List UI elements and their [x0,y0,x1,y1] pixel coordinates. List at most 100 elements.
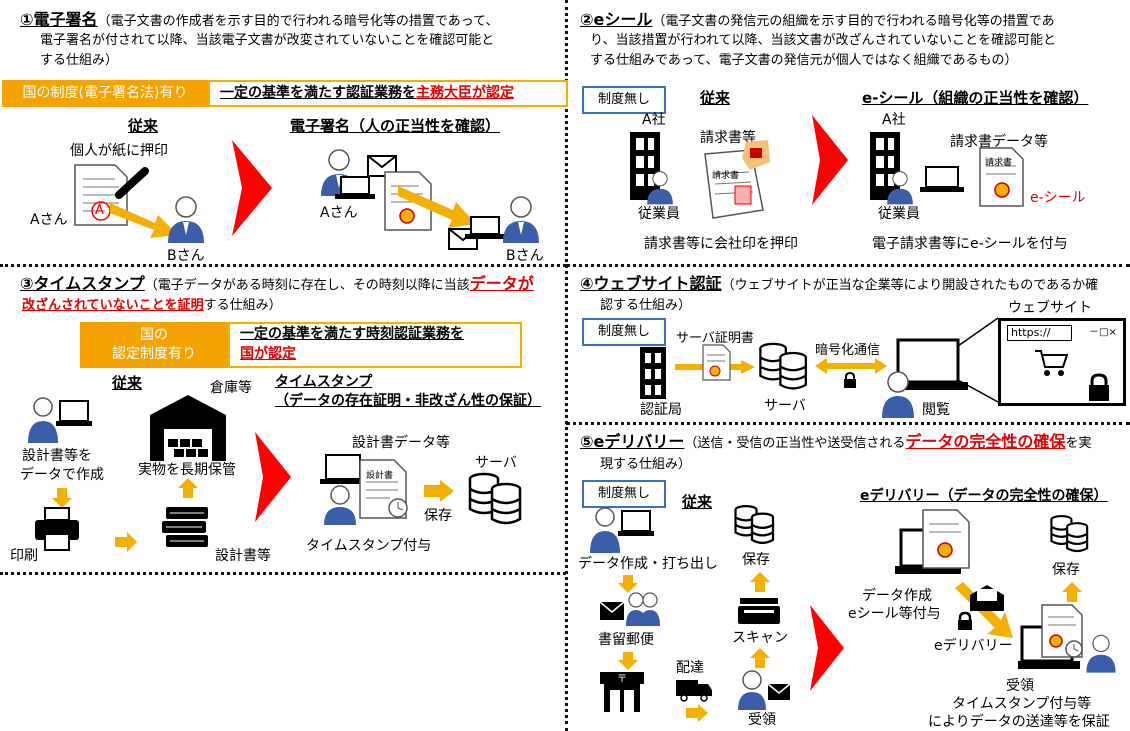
sec2-employee2-label: 従業員 [878,206,920,222]
design-doc-clock-icon [359,459,408,519]
divider-left-1 [0,264,566,267]
sec1-heading: ①電子署名（電子文書の作成者を示す目的で行われる暗号化等の措置であって、 [20,10,499,29]
receiver-person-icon [1086,634,1116,673]
sec4-website-label: ウェブサイト [1008,300,1092,316]
person-b-icon [168,196,204,243]
sec3-print-label: 印刷 [10,548,38,564]
sec5-new-label: eデリバリー（データの完全性の確保） [860,488,1108,504]
envelope-icon [367,155,397,177]
sec5-scan-label: スキャン [732,630,788,646]
window-controls: －□× [1089,327,1117,338]
sec3-create-2: データで作成 [20,467,104,483]
sec2-company2-label: A社 [882,112,906,128]
up-arrow-3-icon [750,648,770,668]
sec3-create-1: 設計書等を [22,448,92,464]
sec3-new-label-1: タイムスタンプ [275,374,373,390]
sec4-server-label: サーバ [764,398,806,414]
server-cert-doc-icon [702,344,731,381]
sec3-warehouse-label: 倉庫等 [210,380,252,396]
up-arrow-2-icon [750,572,770,592]
sec5-new-create-1: データ作成 [862,588,932,604]
sec2-company-label: A社 [642,112,666,128]
person-laptop-2-icon [320,454,366,525]
stamp-letter: A [95,203,104,218]
divider-right-1 [566,264,1130,267]
sec2-eseal-label: e-シール [1030,190,1086,206]
sec4-system-badge: 制度無し [582,318,666,346]
delivery-truck-icon [676,680,712,702]
server-3-icon [734,505,775,544]
right-arrow-2-icon [424,480,454,502]
employee-icon [647,171,673,205]
laptop-3-icon [920,166,964,192]
red-arrow-4-icon [810,605,844,691]
sec5-new-receive-2: タイムスタンプ付与等 [952,696,1092,712]
right-arrow-4-icon [686,704,708,722]
sec1-new-label: 電子署名（人の正当性を確認） [290,117,501,135]
yellow-arrow-2-icon [398,186,476,228]
sec2-desc-3: する仕組みであって、電子文書の発信元が個人ではなく組織であるもの） [590,53,1018,68]
sec1-cert-box: 一定の基準を満たす認証業務を主務大臣が認定 [208,80,568,107]
sec5-registered-label: 書留郵便 [598,632,654,648]
down-arrow-3-icon [618,652,638,670]
shopping-cart-icon [1035,350,1069,376]
person-laptop-3-icon [590,507,654,553]
hanko-stamp-icon [115,167,149,199]
sec3-design-data-label: 設計書データ等 [352,435,450,451]
person-b2-icon [503,196,539,243]
laptop-doc-clock-icon [1018,604,1083,669]
sec4-heading: ④ウェブサイト認証（ウェブサイトが正当な企業等により開設されたものであるか確 [580,274,1099,293]
sec5-new-delivery-label: eデリバリー [934,638,1013,654]
sec3-cert-box: 一定の基準を満たす時刻認証業務を国が認定 [228,322,522,368]
laptop-doc-icon [895,509,970,574]
sec5-heading: ⑤eデリバリー（送信・受信の正当性や送受信されるデータの完全性の確保を実 [580,432,1092,451]
lock-icon [844,371,856,388]
printer-icon [35,507,79,551]
mail-persons-icon [599,592,660,626]
sec5-new-save-label: 保存 [1052,562,1080,578]
padlock-icon [1089,373,1109,401]
sec3-new-label-2: （データの存在証明・非改ざん性の保証） [275,393,541,409]
sec4-enc-label: 暗号化通信 [815,343,881,358]
laptop-icon [335,176,375,199]
sec1-old-label: 従来 [128,117,159,135]
red-arrow-2-icon [812,115,848,205]
sec1-system-badge: 国の制度(電子署名法)有り [2,80,208,107]
sec3-save-label: 保存 [424,508,452,524]
office-building-icon [630,132,660,200]
laptop-browse-icon [882,338,968,418]
sec4-ca-label: 認証局 [640,402,682,418]
office-building-2-icon [870,132,900,200]
up-arrow-4-icon [1062,582,1082,602]
lock-2-icon [958,611,972,630]
sec3-system-badge: 国の認定制度有り [80,322,228,368]
sec2-heading: ②eシール（電子文書の発信元の組織を示す目的で行われる暗号化等の措置であ [580,10,1055,29]
bidirectional-arrow-icon [815,358,887,374]
down-arrow-icon [52,488,72,508]
company-seal-icon [742,140,770,170]
sec2-system-badge: 制度無し [582,86,666,114]
sec3-desc-2: 改ざんされていないことを証明する仕組み） [22,298,282,313]
sec2-doc-label: 請求書 [712,171,740,181]
laptop-2-icon [465,216,505,239]
red-arrow-3-icon [255,432,291,522]
sec3-heading: ③タイムスタンプ（電子データがある時刻に存在し、その時刻以降に当該データが [20,274,534,293]
divider-right-2 [566,422,1130,425]
sec3-doc-label: 設計書 [366,471,394,481]
sec4-server-cert-label: サーバ証明書 [676,331,754,346]
server-icon [468,472,522,525]
book-stack-icon [162,507,208,547]
sec2-doc-label-2: 請求書 [985,158,1013,168]
sec5-system-badge: 制度無し [582,480,666,508]
open-envelope-icon [970,585,1004,611]
sec1-stamp-text: 個人が紙に押印 [70,143,168,159]
sec1-desc-3: する仕組み） [40,53,119,68]
right-arrow-icon [115,532,137,552]
yellow-arrow-icon [110,203,178,238]
sec2-old-label: 従来 [700,89,731,107]
sec3-old-label: 従来 [112,374,143,392]
url-bar: https:// [1007,325,1072,341]
sec1-person-b2-label: Bさん [506,248,544,264]
website-window: https:// －□× [998,318,1126,406]
sec2-employee-label: 従業員 [638,206,680,222]
